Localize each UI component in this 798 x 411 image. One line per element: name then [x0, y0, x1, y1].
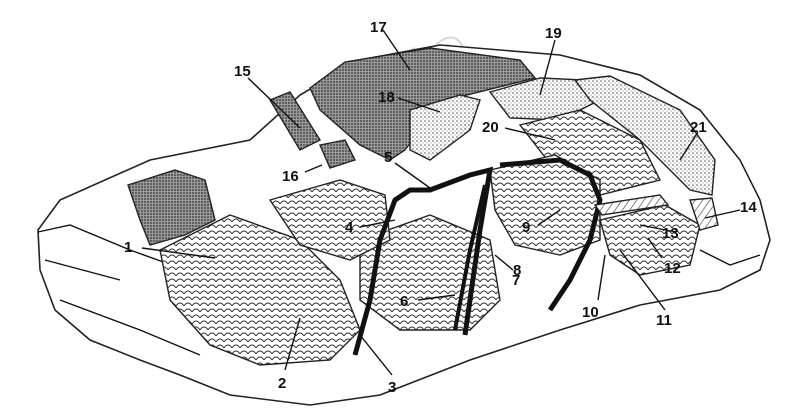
mirror-mount	[319, 139, 356, 169]
headliner-panel	[409, 94, 481, 161]
callout-11: 11	[656, 312, 672, 329]
callout-8: 8	[513, 262, 521, 279]
rear-door-seal	[499, 157, 603, 312]
front-floor-panel	[159, 214, 361, 366]
callout-20: 20	[482, 119, 499, 136]
callout-4: 4	[345, 219, 354, 236]
callout-6: 6	[400, 293, 408, 310]
callout-labels: 1 2 3 4 5 6 7 8 9 10 11 12 13 14 15 16 1…	[124, 19, 757, 396]
side-panel-front	[268, 179, 391, 261]
sill-trim	[593, 194, 670, 216]
callout-19: 19	[545, 25, 562, 42]
callout-5: 5	[384, 149, 392, 166]
callout-10: 10	[582, 304, 599, 321]
callout-7: 7	[512, 272, 520, 289]
callout-2: 2	[278, 375, 286, 392]
rear-quarter-trim	[689, 197, 719, 231]
callout-9: 9	[522, 219, 530, 236]
callout-16: 16	[282, 168, 299, 185]
callout-17: 17	[370, 19, 387, 36]
callout-3: 3	[388, 379, 396, 396]
sun-visor	[268, 91, 322, 151]
callout-21: 21	[690, 119, 707, 136]
callout-15: 15	[234, 63, 251, 80]
bulkhead-panel	[127, 169, 216, 246]
b-pillar-seal	[453, 184, 487, 331]
callout-13: 13	[662, 225, 679, 242]
boot-lid-panel	[573, 75, 716, 196]
callout-1: 1	[124, 239, 132, 256]
callout-18: 18	[378, 89, 395, 106]
callout-12: 12	[664, 260, 681, 277]
callout-14: 14	[740, 199, 757, 216]
leader-lines	[141, 29, 741, 376]
front-door-seal	[352, 166, 494, 356]
